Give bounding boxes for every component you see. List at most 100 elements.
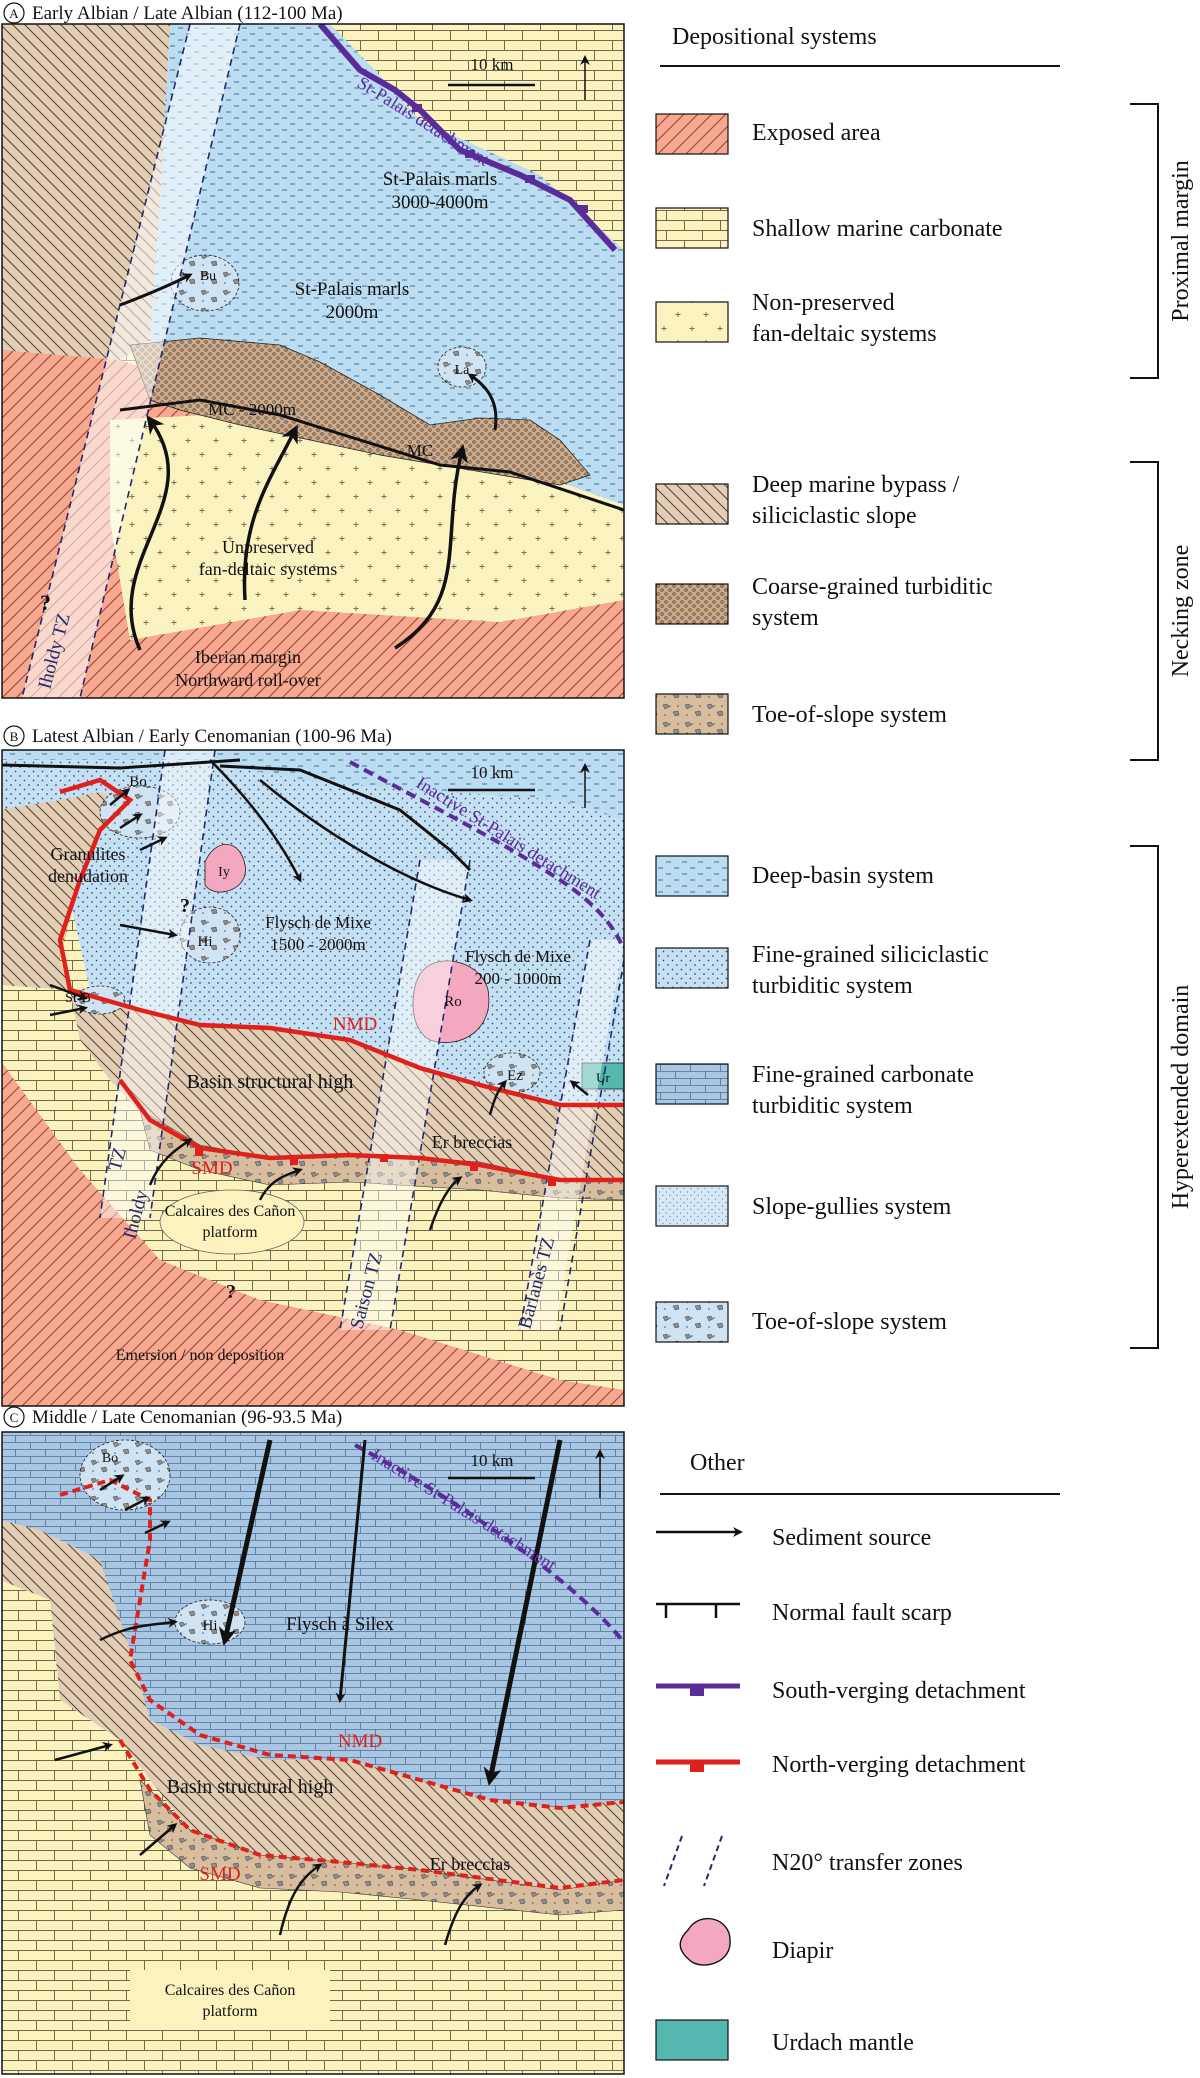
svg-text:Diapir: Diapir (772, 1938, 833, 1964)
panel-a-fan-label: Unpreserved (222, 537, 314, 557)
legend-group-necking: Necking zone (1130, 461, 1194, 761)
svg-text:turbiditic system: turbiditic system (752, 973, 913, 999)
panel-b-ur-label: Ur (596, 1070, 610, 1085)
svg-text:Proximal margin: Proximal margin (1168, 160, 1194, 322)
legend-item-gully: Slope-gullies system (655, 1185, 952, 1227)
svg-text:fan-deltaic systems: fan-deltaic systems (752, 321, 937, 347)
svg-text:Deep-basin system: Deep-basin system (752, 863, 934, 889)
panel-b-mixe1-label: Flysch de Mixe (265, 913, 371, 932)
legend-group-proximal: Proximal margin (1130, 103, 1194, 379)
svg-text:Toe-of-slope system: Toe-of-slope system (752, 702, 947, 728)
legend-item-fine-sil: Fine-grained siliciclastic turbiditic sy… (655, 942, 989, 999)
panel-a-bu-label: Bu (200, 269, 216, 284)
panel-b-smd-label: SMD (191, 1158, 232, 1179)
panel-c: C Middle / Late Cenomanian (96-93.5 Ma) (1, 1406, 625, 2075)
panel-a-iberian-label: Iberian margin (195, 647, 301, 667)
legend-normal-fault: Normal fault scarp (656, 1600, 952, 1626)
panel-b-question2: ? (226, 1281, 236, 1303)
svg-text:siliciclastic slope: siliciclastic slope (752, 503, 917, 529)
svg-text:Exposed area: Exposed area (752, 120, 881, 146)
legend-sediment-source: Sediment source (656, 1525, 931, 1551)
svg-text:Fine-grained carbonate: Fine-grained carbonate (752, 1062, 974, 1088)
panel-c-hi-label: Hi (203, 1618, 218, 1634)
panel-b-mixe2-thickness: 200 - 1000m (475, 969, 562, 988)
panel-c-silex-label: Flysch à Silex (286, 1614, 394, 1635)
panel-a-marls2-thickness: 2000m (326, 302, 379, 323)
panel-c-high-label: Basin structural high (167, 1776, 334, 1798)
svg-text:turbiditic system: turbiditic system (752, 1093, 913, 1119)
panel-b-title-text: Latest Albian / Early Cenomanian (100-96… (32, 726, 392, 747)
panel-b-stb-label: St-B (65, 991, 91, 1006)
panel-b-high-label: Basin structural high (187, 1071, 354, 1093)
panel-a-letter: A (9, 6, 19, 21)
panel-b-mixe2-label: Flysch de Mixe (465, 947, 571, 966)
panel-c-canon-label2: platform (202, 2003, 258, 2020)
panel-c-scale-label: 10 km (471, 1451, 514, 1470)
legend-item-exposed: Exposed area (655, 113, 881, 155)
svg-text:Toe-of-slope system: Toe-of-slope system (752, 1309, 947, 1335)
svg-text:Non-preserved: Non-preserved (752, 290, 895, 316)
svg-text:Sediment source: Sediment source (772, 1525, 931, 1551)
panel-a-marls-label: St-Palais marls (383, 169, 498, 190)
panel-a-la-label: La (455, 363, 471, 378)
panel-c-letter: C (10, 1410, 19, 1425)
svg-text:South-verging detachment: South-verging detachment (772, 1678, 1026, 1704)
panel-b-title: B Latest Albian / Early Cenomanian (100-… (3, 725, 392, 747)
panel-a-scale-label: 10 km (471, 55, 514, 74)
legend-mantle: Urdach mantle (655, 2019, 914, 2061)
legend-other-title: Other (690, 1450, 745, 1476)
panel-b-canon-label: Calcaires des Cañon (165, 1203, 296, 1220)
panel-b-granulites-label: Granulites (51, 844, 126, 864)
legend-south-detachment: South-verging detachment (656, 1678, 1026, 1704)
legend-item-deep: Deep-basin system (655, 855, 934, 897)
panel-b-mixe1-thickness: 1500 - 2000m (270, 935, 365, 954)
legend-group-hyperextended: Hyperextended domain (1130, 845, 1194, 1349)
legend-item-fan: Non-preserved fan-deltaic systems (655, 290, 937, 347)
panel-a-mc2-label: MC (407, 441, 433, 460)
legend-depositional-title: Depositional systems (672, 24, 877, 50)
panel-b-hi-label: Hi (198, 934, 213, 950)
panel-a-iberian-label2: Northward roll-over (175, 670, 320, 690)
svg-text:system: system (752, 605, 819, 631)
panel-c-nmd-label: NMD (338, 1731, 382, 1752)
panel-a-marls2-label: St-Palais marls (295, 279, 410, 300)
panel-c-title: C Middle / Late Cenomanian (96-93.5 Ma) (3, 1406, 342, 1428)
svg-text:Necking zone: Necking zone (1168, 545, 1194, 678)
panel-c-bo-label: Bo (102, 1451, 118, 1466)
legend-item-carbonate: Shallow marine carbonate (655, 207, 1003, 249)
panel-b-ro-label: Ro (444, 994, 462, 1010)
svg-text:Hyperextended domain: Hyperextended domain (1168, 985, 1194, 1210)
svg-text:N20° transfer zones: N20° transfer zones (772, 1850, 963, 1876)
legend-item-bypass: Deep marine bypass / siliciclastic slope (655, 472, 960, 529)
panel-c-canon-label: Calcaires des Cañon (165, 1982, 296, 1999)
panel-b-emersion-label: Emersion / non deposition (116, 1347, 284, 1364)
svg-text:Shallow marine carbonate: Shallow marine carbonate (752, 216, 1003, 242)
panel-c-title-text: Middle / Late Cenomanian (96-93.5 Ma) (32, 1407, 342, 1428)
svg-text:Fine-grained siliciclastic: Fine-grained siliciclastic (752, 942, 989, 968)
svg-text:Deep marine bypass /: Deep marine bypass / (752, 472, 960, 498)
legend-diapir: Diapir (679, 1917, 833, 1966)
svg-text:North-verging detachment: North-verging detachment (772, 1752, 1026, 1778)
panel-b-granulites-label2: denudation (48, 866, 128, 886)
panel-a: A Early Albian / Late Albian (112-100 Ma… (1, 2, 625, 699)
svg-text:Urdach mantle: Urdach mantle (772, 2030, 914, 2056)
panel-b-iy-label: Iy (218, 865, 230, 880)
legend-item-coarse: Coarse-grained turbiditic system (655, 574, 993, 631)
panel-b: B Latest Albian / Early Cenomanian (100-… (1, 725, 625, 1407)
panel-a-mc-label: MC - 2000m (208, 400, 296, 419)
svg-text:Coarse-grained turbiditic: Coarse-grained turbiditic (752, 574, 993, 600)
panel-c-smd-label: SMD (199, 1864, 240, 1885)
legend: Depositional systems Exposed area Shallo… (655, 24, 1194, 2061)
panel-b-letter: B (10, 729, 19, 744)
svg-text:Slope-gullies system: Slope-gullies system (752, 1194, 952, 1220)
legend-transfer-zones: N20° transfer zones (663, 1835, 963, 1887)
panel-a-title-text: Early Albian / Late Albian (112-100 Ma) (32, 3, 343, 24)
panel-b-er-label: Er breccias (432, 1132, 512, 1152)
legend-north-detachment: North-verging detachment (656, 1752, 1026, 1778)
panel-a-title: A Early Albian / Late Albian (112-100 Ma… (3, 2, 343, 24)
svg-text:Normal fault scarp: Normal fault scarp (772, 1600, 952, 1626)
panel-b-scale-label: 10 km (471, 763, 514, 782)
panel-b-canon-label2: platform (202, 1224, 258, 1241)
panel-a-question: ? (40, 590, 51, 615)
panel-b-bo-label: Bo (129, 774, 147, 790)
